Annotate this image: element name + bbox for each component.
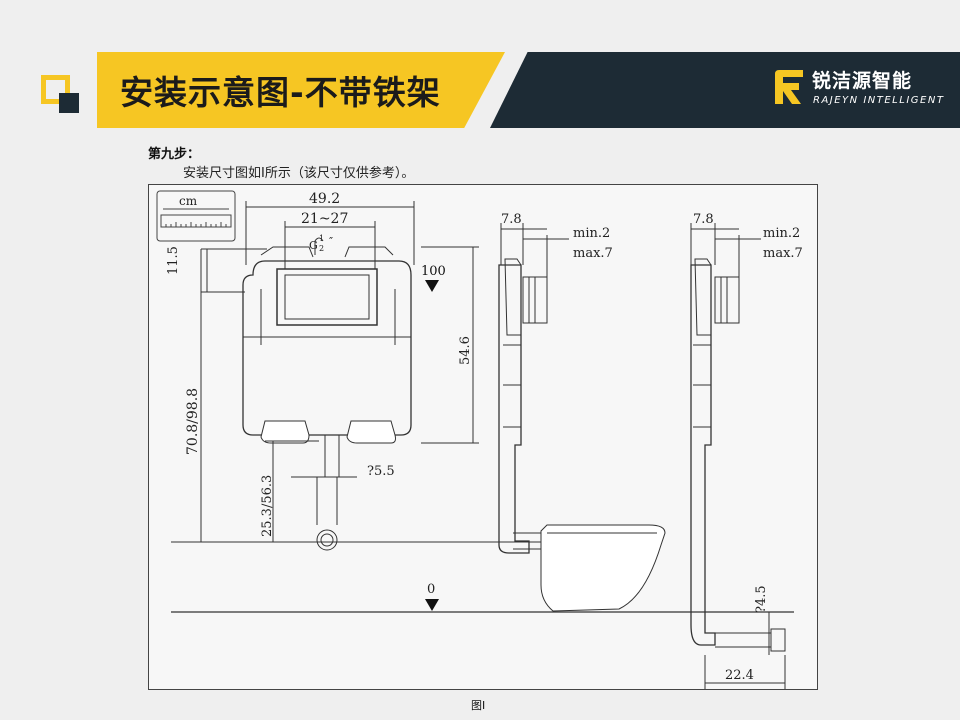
side-view-floor-outlet: 7.8 min.2 max.7 ?4.5 22.4 [690,212,803,689]
dim-wall-b2: max.7 [763,246,803,261]
installation-diagram: cm G 1 2 ″ 49.2 21~27 11.5 [148,184,818,690]
brand-logo-icon [775,70,803,104]
cistern-front-view: G 1 2 ″ [242,234,412,551]
diagram-drawing: cm G 1 2 ″ 49.2 21~27 11.5 [156,190,803,689]
level-marker-floor-icon [425,599,439,611]
dim-depth-a: 7.8 [501,212,522,227]
side-view-with-toilet: 7.8 min.2 max.7 [498,212,666,612]
thread-mark: ″ [329,235,333,248]
brand-subtitle: RAJEYN INTELLIGENT [813,95,945,106]
figure-caption: 图I [471,699,486,712]
brand-banner [490,52,960,128]
step-description: 安装尺寸图如I所示（该尺寸仅供参考）。 [183,166,415,181]
level-top: 100 [421,264,446,279]
logo-square-inner [59,93,79,113]
logo-square-outer [41,75,70,104]
ruler-icon: cm [156,190,236,242]
dim-inlet: 21~27 [301,211,348,227]
thread-denominator: 2 [319,244,324,253]
brand-name: 锐洁源智能 [812,70,913,92]
thread-numerator: 1 [319,234,324,243]
level-marker-top-icon [425,280,439,292]
dim-width: 49.2 [309,191,340,207]
front-dimensions: 49.2 21~27 11.5 54.6 70.8/98.8 25.3/56.3… [166,191,479,611]
level-floor: 0 [427,582,435,597]
dim-top-gap: 11.5 [166,246,181,275]
dim-wall-b1: min.2 [763,226,800,241]
dim-wall-a1: min.2 [573,226,610,241]
ruler-unit: cm [179,194,198,208]
step-title: 第九步： [148,147,201,162]
dim-outlet: 25.3/56.3 [260,475,275,537]
dim-offset: 22.4 [725,668,754,683]
dim-total: 70.8/98.8 [185,388,201,455]
dim-drop: ?4.5 [754,585,769,613]
thread-label: G [309,239,318,252]
page-title: 安装示意图-不带铁架 [120,73,441,112]
dim-wall-a2: max.7 [573,246,613,261]
dim-depth-b: 7.8 [693,212,714,227]
dim-pipe: ?5.5 [367,464,395,479]
dim-height: 54.6 [458,336,473,365]
title-banner [97,52,505,128]
